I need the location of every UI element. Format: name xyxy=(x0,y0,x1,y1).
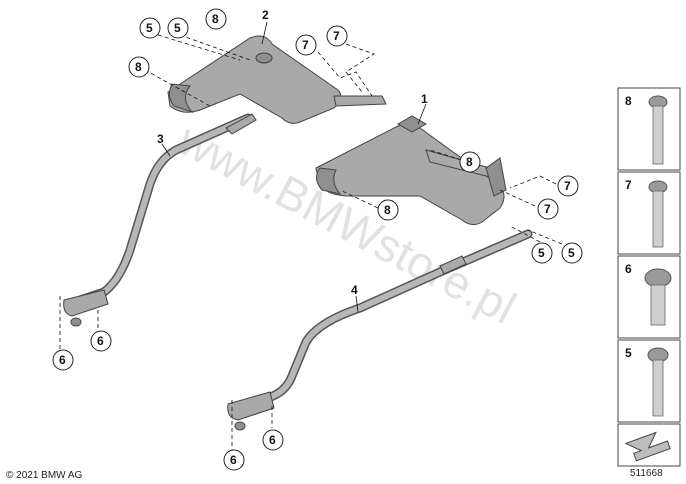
svg-text:5: 5 xyxy=(146,21,153,35)
callout-6-d: 6 xyxy=(223,449,245,471)
svg-text:7: 7 xyxy=(302,38,309,52)
svg-text:5: 5 xyxy=(568,246,575,260)
button-head-bolt-icon xyxy=(644,268,672,326)
svg-text:7: 7 xyxy=(625,178,632,192)
callout-8-d: 8 xyxy=(377,199,399,221)
copyright-text: © 2021 BMW AG xyxy=(6,470,83,481)
hex-flange-bolt-icon xyxy=(647,347,669,417)
callout-5-b: 5 xyxy=(167,17,189,39)
callout-5-d: 5 xyxy=(561,242,583,264)
part-label-4: 4 xyxy=(351,283,358,297)
legend-panel-8: 8 xyxy=(617,87,681,171)
svg-text:5: 5 xyxy=(625,346,632,360)
callout-6-a: 6 xyxy=(90,330,112,352)
callout-5-a: 5 xyxy=(139,17,161,39)
svg-text:6: 6 xyxy=(230,453,237,467)
svg-text:7: 7 xyxy=(564,179,571,193)
svg-text:8: 8 xyxy=(466,155,473,169)
hex-socket-bolt-long-icon xyxy=(648,95,668,165)
callout-7-c: 7 xyxy=(557,175,579,197)
svg-text:8: 8 xyxy=(212,12,219,26)
svg-text:7: 7 xyxy=(333,29,340,43)
callout-6-c: 6 xyxy=(262,429,284,451)
callout-5-c: 5 xyxy=(531,242,553,264)
callout-6-b: 6 xyxy=(52,349,74,371)
svg-text:8: 8 xyxy=(384,203,391,217)
rail-4 xyxy=(227,229,533,431)
legend-panel-7: 7 xyxy=(617,171,681,255)
legend-panel-6: 6 xyxy=(617,255,681,339)
bracket-plate-2 xyxy=(167,35,387,124)
svg-text:6: 6 xyxy=(269,433,276,447)
torx-bolt-icon xyxy=(648,180,668,248)
diagram-id: 511668 xyxy=(630,468,663,479)
legend-panel-5: 5 xyxy=(617,339,681,423)
direction-arrow-icon xyxy=(624,431,671,462)
svg-text:5: 5 xyxy=(174,21,181,35)
svg-text:7: 7 xyxy=(544,202,551,216)
callout-8-c: 8 xyxy=(459,151,481,173)
part-label-3: 3 xyxy=(157,132,164,146)
svg-text:5: 5 xyxy=(538,246,545,260)
svg-text:8: 8 xyxy=(625,94,632,108)
callout-8-a: 8 xyxy=(205,8,227,30)
rail-3 xyxy=(63,113,257,327)
svg-text:6: 6 xyxy=(59,353,66,367)
callout-8-b: 8 xyxy=(128,56,150,78)
bracket-1 xyxy=(315,115,507,226)
callout-7-d: 7 xyxy=(537,198,559,220)
legend-panel-arrow xyxy=(617,423,681,467)
svg-text:6: 6 xyxy=(625,262,632,276)
part-label-1: 1 xyxy=(421,92,428,106)
leader-lines xyxy=(59,21,563,450)
part-label-2: 2 xyxy=(262,8,269,22)
callout-7-b: 7 xyxy=(326,25,348,47)
svg-text:6: 6 xyxy=(97,334,104,348)
svg-text:8: 8 xyxy=(135,60,142,74)
callout-7-a: 7 xyxy=(295,34,317,56)
